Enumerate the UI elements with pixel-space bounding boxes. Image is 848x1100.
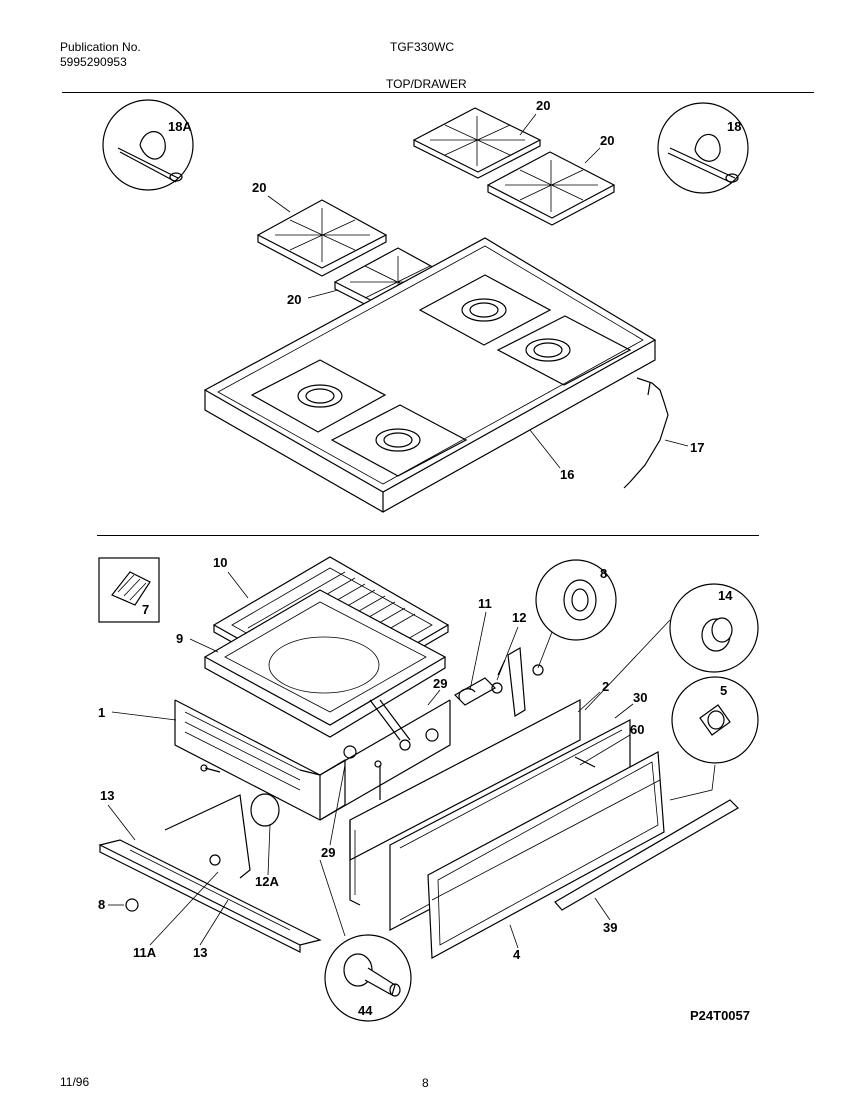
detail-circle-18a: 18A: [102, 99, 194, 191]
callout-30: 30: [633, 690, 647, 705]
callout-10: 10: [213, 555, 227, 570]
callout-18: 18: [727, 119, 741, 134]
callout-44: 44: [358, 1003, 373, 1018]
callout-18a: 18A: [168, 119, 192, 134]
burner-grate: [412, 107, 542, 179]
callout-12a: 12A: [255, 874, 279, 889]
drawer-front: [427, 751, 665, 959]
callout-5: 5: [720, 683, 727, 698]
callout-12: 12: [512, 610, 526, 625]
detail-circle-14: 14: [669, 583, 759, 673]
callout-39: 39: [603, 920, 617, 935]
detail-circle-44: 44: [324, 934, 412, 1022]
detail-circle-8: 8: [535, 559, 617, 641]
callout-20: 20: [252, 180, 266, 195]
callout-60: 60: [630, 722, 644, 737]
callout-13: 13: [100, 788, 114, 803]
callout-17: 17: [690, 440, 704, 455]
burner-grate: [256, 199, 388, 277]
callout-4: 4: [513, 947, 521, 962]
callout-20: 20: [536, 98, 550, 113]
callout-13: 13: [193, 945, 207, 960]
detail-circle-5: 5: [671, 676, 759, 764]
callout-8: 8: [98, 897, 105, 912]
callout-7: 7: [142, 602, 149, 617]
callout-14: 14: [718, 588, 733, 603]
header-rule: [62, 92, 814, 93]
burner-grate: [486, 151, 616, 226]
drawer-trim: [554, 799, 739, 911]
callout-9: 9: [176, 631, 183, 646]
drawer-bracket: [454, 647, 526, 717]
callout-20: 20: [287, 292, 301, 307]
section-divider: [97, 535, 759, 536]
model-number: TGF330WC: [390, 40, 455, 54]
callout-8: 8: [600, 566, 607, 581]
page-number: 8: [422, 1076, 429, 1090]
diagram-code: P24T0057: [690, 1008, 750, 1023]
detail-circle-18: 18: [657, 102, 749, 194]
callout-20: 20: [600, 133, 614, 148]
detail-box-7: 7: [98, 557, 160, 623]
callout-2: 2: [602, 679, 609, 694]
top-support-rod: [623, 377, 669, 489]
drawer-body: [174, 699, 451, 821]
callout-11: 11: [478, 596, 492, 611]
publication-label: Publication No.: [60, 40, 141, 54]
callout-1: 1: [98, 705, 105, 720]
callout-16: 16: [560, 467, 574, 482]
callout-29: 29: [321, 845, 335, 860]
callout-29: 29: [433, 676, 447, 691]
section-title: TOP/DRAWER: [386, 77, 467, 91]
drawer-slide-rail: [98, 764, 322, 953]
drawer-inner-panel: [349, 699, 581, 906]
callout-11a: 11A: [133, 945, 157, 960]
broil-pan: [203, 589, 447, 738]
cooktop-main-top: [203, 237, 657, 513]
footer-date: 11/96: [60, 1075, 90, 1089]
publication-number: 5995290953: [60, 55, 127, 69]
